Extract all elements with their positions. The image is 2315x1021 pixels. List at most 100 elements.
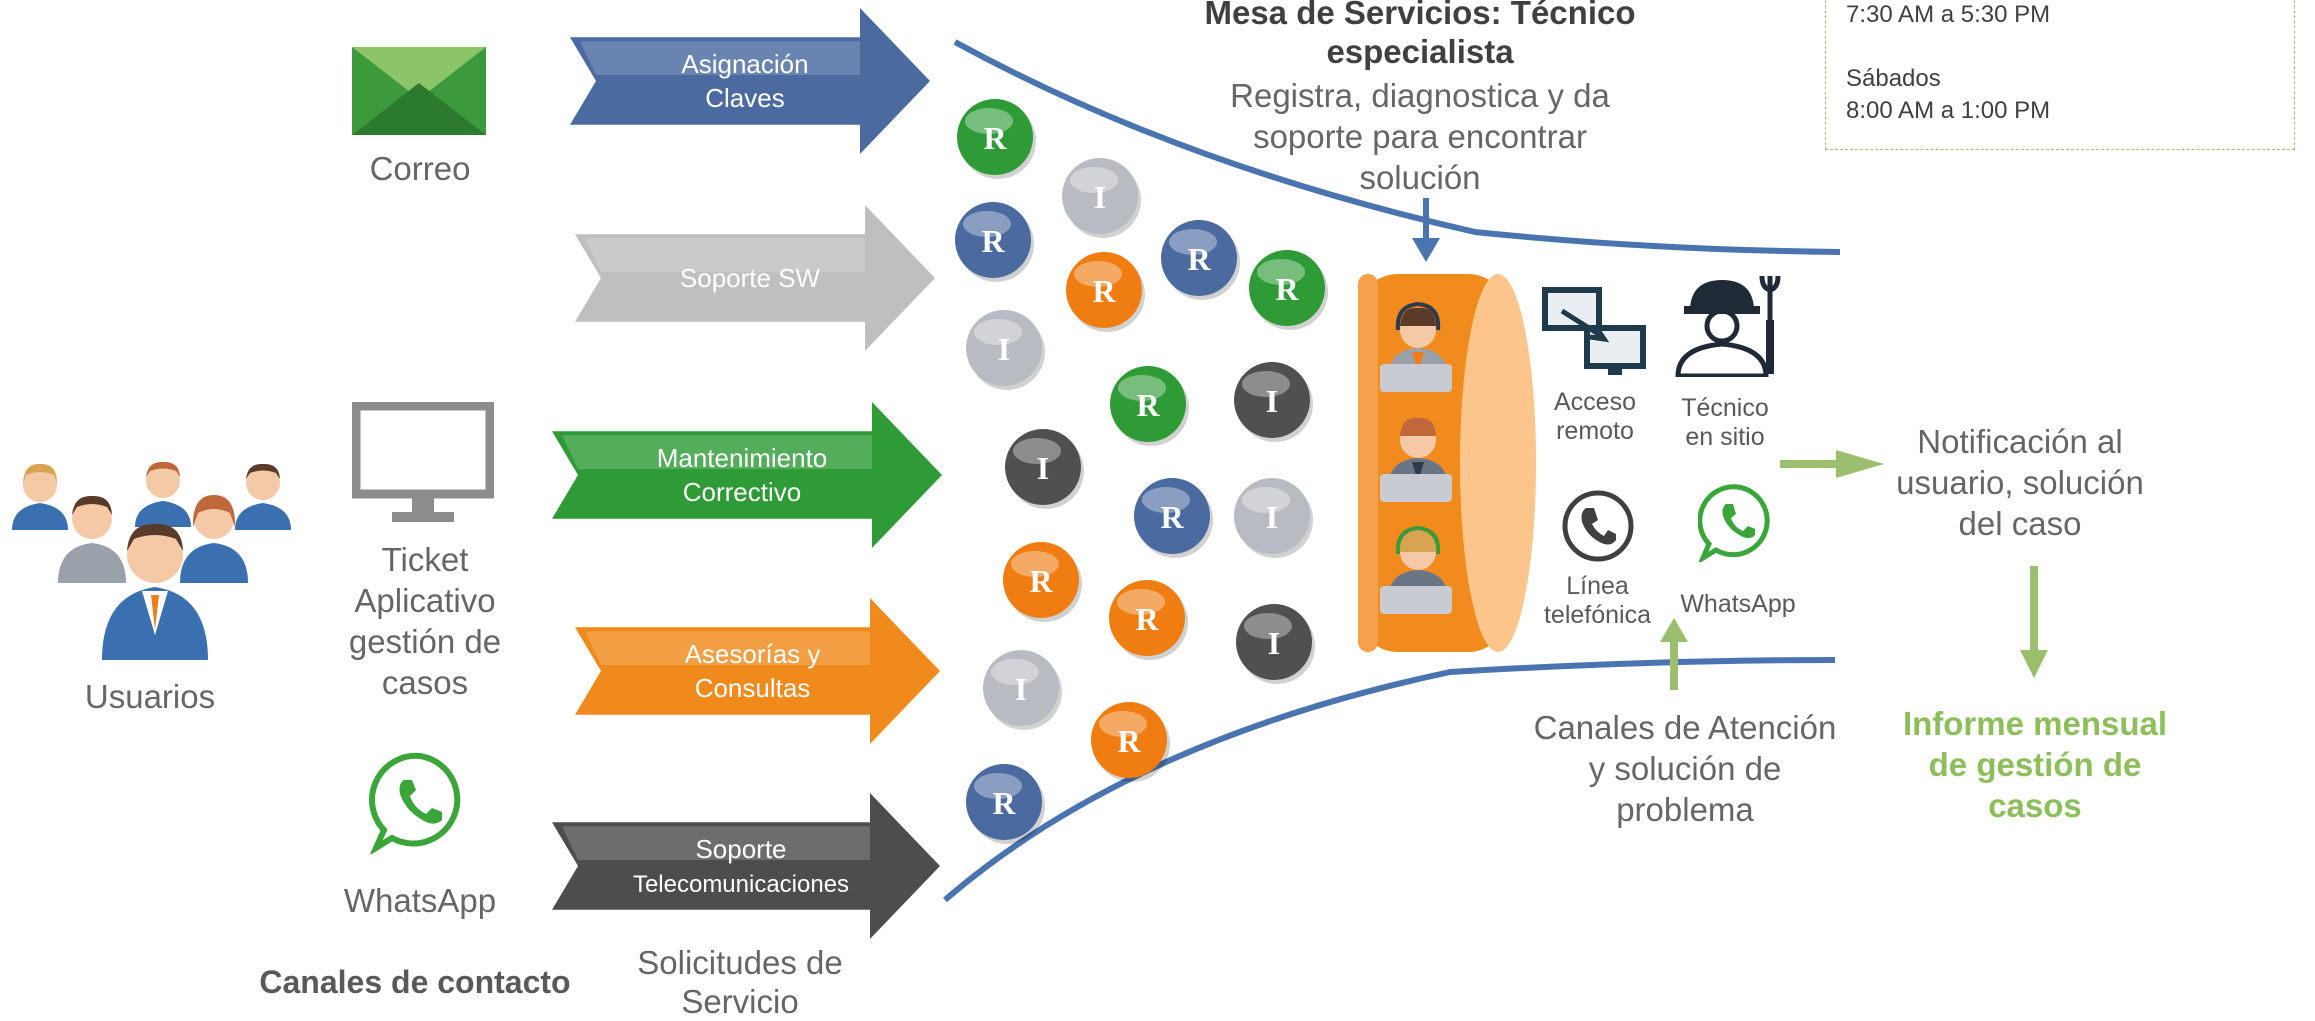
request-token: I	[1005, 429, 1084, 509]
token-letter: I	[1015, 671, 1027, 707]
request-arrow: Asesorías y Consultas	[575, 598, 940, 744]
phone-line-1: Línea	[1566, 572, 1629, 600]
request-token: R	[1109, 580, 1188, 660]
whatsapp-channel-icon	[1698, 484, 1770, 562]
correo-label: Correo	[369, 150, 471, 187]
request-arrow-label: Correctivo	[683, 477, 801, 507]
request-token: R	[1110, 366, 1189, 446]
desc-line-3: solución	[1359, 158, 1481, 196]
remote-access-line-2: remoto	[1556, 417, 1634, 446]
weekday-hours: 7:30 AM a 5:30 PM	[1846, 1, 2051, 28]
request-token: R	[1066, 252, 1145, 332]
token-letter: R	[1135, 601, 1159, 637]
report-line-1: Informe mensual	[1902, 705, 2168, 742]
request-arrow-label: Asignación	[681, 49, 808, 79]
notification-line-3: del caso	[1958, 504, 2082, 542]
onsite-line-2: en sitio	[1685, 423, 1765, 452]
title-pointer-head	[1412, 238, 1440, 262]
request-token: I	[1062, 158, 1141, 238]
caption-line-3: problema	[1616, 790, 1754, 828]
report-line-3: casos	[1988, 786, 2082, 824]
desc-line-1: Registra, diagnostica y da	[1230, 77, 1610, 114]
token-letter: I	[1268, 625, 1280, 661]
token-letter: R	[1117, 723, 1141, 759]
requests-heading-line-2: Servicio	[681, 982, 799, 1020]
monitor-icon	[352, 402, 494, 522]
contact-channels-heading: Canales de contacto	[259, 964, 571, 1000]
monthly-report-text: Informe mensual de gestión de casos	[1880, 704, 2190, 827]
saturday-hours: 8:00 AM a 1:00 PM	[1846, 97, 2051, 124]
token-letter: R	[1275, 271, 1299, 307]
requests-heading: Solicitudes de Servicio	[600, 944, 880, 1021]
saturday-label: Sábados	[1846, 65, 1941, 92]
users-group-icon	[12, 461, 291, 660]
request-arrow: Soporte SW	[575, 205, 935, 351]
desk-description: Registra, diagnostica y da soporte para …	[1190, 76, 1650, 199]
token-letter: R	[1092, 273, 1116, 309]
requests-heading-line-1: Solicitudes de	[637, 944, 843, 981]
ticket-line-3: gestión de	[348, 622, 502, 660]
request-arrow-label: Telecomunicaciones	[633, 871, 849, 898]
token-letter: I	[1037, 450, 1049, 486]
request-arrow-label: Consultas	[695, 673, 811, 703]
token-letter: R	[1029, 563, 1053, 599]
user-figure-front	[102, 523, 208, 660]
envelope-icon	[352, 47, 486, 135]
request-arrow-shape	[570, 8, 930, 154]
request-token: R	[1091, 702, 1170, 782]
user-figure	[180, 495, 248, 583]
notification-text: Notificación al usuario, solución del ca…	[1860, 422, 2180, 545]
ticket-line-4: casos	[381, 663, 469, 701]
user-figure	[135, 461, 191, 527]
user-figure	[58, 495, 126, 583]
whatsapp-icon	[369, 752, 461, 854]
technician-icon	[1380, 417, 1452, 502]
token-letter: R	[1136, 387, 1160, 423]
request-token: I	[1236, 604, 1315, 684]
token-letter: R	[992, 785, 1016, 821]
down-arrow	[2020, 566, 2048, 678]
request-arrow-shape	[552, 402, 942, 548]
onsite-technician-icon	[1675, 275, 1781, 377]
request-token: R	[957, 99, 1036, 179]
phone-line-2: telefónica	[1543, 601, 1652, 630]
request-token: R	[1134, 478, 1213, 558]
whatsapp-channel-label: WhatsApp	[1680, 590, 1796, 618]
remote-access-icon	[1542, 287, 1646, 375]
ticket-line-2: Aplicativo	[354, 581, 496, 619]
ticket-label: Ticket Aplicativo gestión de casos	[300, 540, 550, 704]
title-line-2: especialista	[1326, 32, 1514, 70]
report-line-2: de gestión de	[1928, 745, 2142, 783]
request-arrow-label: Asesorías y	[685, 639, 821, 669]
service-desk-cylinder	[1358, 274, 1536, 652]
token-letter: I	[1094, 179, 1106, 215]
caption-line-2: y solución de	[1588, 749, 1782, 787]
request-token: R	[1249, 250, 1328, 330]
request-arrow-label: Claves	[705, 83, 784, 113]
phone-line-label: Línea telefónica	[1530, 572, 1665, 631]
onsite-technician-label: Técnico en sitio	[1660, 394, 1790, 453]
request-token: R	[955, 202, 1034, 282]
hours-box: 7:30 AM a 5:30 PM Sábados 8:00 AM a 1:00…	[1825, 0, 2295, 150]
notification-line-1: Notificación al	[1917, 423, 2123, 460]
onsite-line-1: Técnico	[1681, 394, 1769, 422]
funnel-top-line	[953, 39, 1841, 255]
phone-icon	[1562, 490, 1634, 562]
whatsapp-contact-label: WhatsApp	[343, 882, 497, 919]
request-token: I	[966, 310, 1045, 390]
token-letter: I	[1266, 499, 1278, 535]
token-letter: R	[1160, 499, 1184, 535]
request-arrow-label: Mantenimiento	[657, 443, 828, 473]
request-arrow-label: Soporte SW	[680, 263, 821, 293]
request-arrow-shape	[552, 793, 940, 939]
users-label: Usuarios	[84, 678, 216, 715]
title-line-1: Mesa de Servicios: Técnico	[1204, 0, 1636, 31]
token-letter: I	[1266, 383, 1278, 419]
